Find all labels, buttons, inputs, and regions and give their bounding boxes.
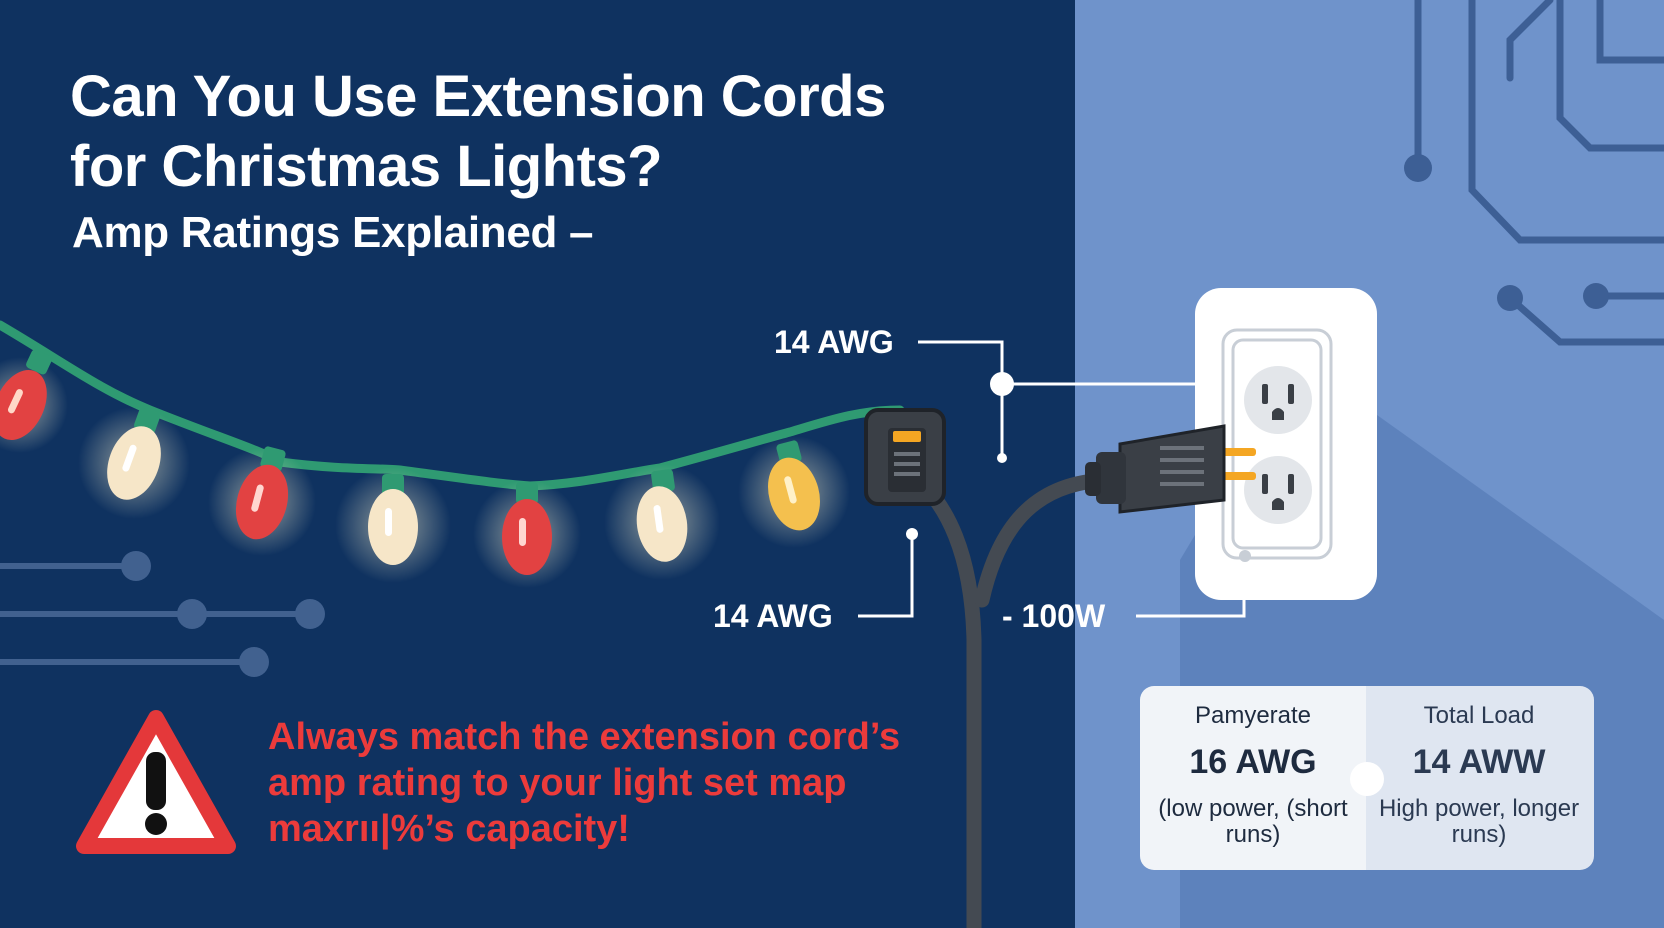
divider-dot — [1350, 762, 1384, 796]
comparison-left-panel — [1140, 686, 1366, 870]
wattage-callout: - 100W — [1002, 598, 1106, 634]
right-column-gauge: 14 AWW — [1412, 743, 1546, 781]
warning-message: Always match the extension cord’s amp ra… — [268, 716, 901, 850]
light-bulb — [208, 446, 316, 556]
left-column-note: (low power, (short runs) — [1158, 795, 1348, 848]
comparison-left-column: Pamyerate 16 AWG (low power, (short runs… — [1140, 700, 1366, 848]
left-column-heading: Pamyerate — [1194, 702, 1312, 729]
light-bulb — [335, 467, 451, 583]
callout-leaders — [858, 340, 1246, 618]
warning-triangle-icon — [76, 710, 236, 854]
right-column-note: High power, longer runs) — [1378, 795, 1580, 848]
page-title: Can You Use Extension Cords for Christma… — [70, 64, 886, 199]
comparison-card: Pamyerate 16 AWG (low power, (short runs… — [1140, 686, 1594, 870]
circuit-trace-icon — [1404, 0, 1664, 346]
comparison-right-panel — [1366, 686, 1594, 870]
top-gauge-callout: 14 AWG — [774, 324, 894, 360]
wall-outlet-icon — [1195, 288, 1377, 600]
right-column-heading: Total Load — [1423, 702, 1535, 729]
extension-cord — [974, 472, 1116, 608]
light-plug-icon — [864, 408, 946, 506]
extension-plug-icon — [1085, 424, 1256, 514]
page-subtitle: Amp Ratings Explained – — [72, 208, 594, 257]
light-bulb — [604, 464, 720, 580]
circuit-trace-icon — [0, 551, 325, 677]
light-bulb — [473, 480, 581, 588]
light-bulb — [0, 349, 68, 453]
light-bulb — [78, 407, 190, 519]
mid-gauge-callout: 14 AWG — [713, 598, 833, 634]
left-column-gauge: 16 AWG — [1189, 743, 1317, 781]
light-bulb — [738, 436, 850, 548]
christmas-light-string-icon — [0, 320, 905, 588]
comparison-right-column: Total Load 14 AWW High power, longer run… — [1366, 700, 1592, 848]
